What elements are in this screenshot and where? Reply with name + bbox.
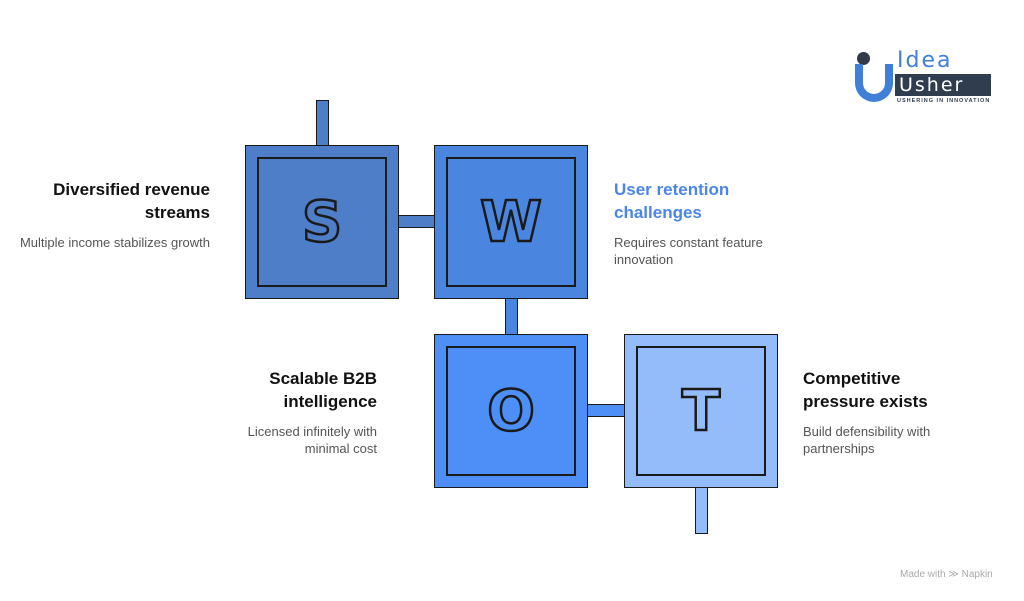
logo-u-shape [855, 64, 893, 102]
footer-brand: Napkin [961, 569, 993, 580]
logo-line1: Idea [897, 48, 953, 73]
strength-title: Diversified revenue streams [53, 180, 210, 222]
footer-text: Made with [900, 569, 946, 580]
swot-box-o: O [434, 334, 588, 488]
letter-w: W [479, 188, 543, 256]
logo-tagline: USHERING IN INNOVATION [897, 98, 991, 104]
napkin-icon: ≫ [948, 569, 959, 580]
connector-w-o [505, 298, 518, 335]
letter-o: O [486, 377, 536, 445]
threat-description: Build defensibility with partnerships [803, 424, 931, 456]
weakness-description: Requires constant feature innovation [614, 235, 763, 267]
logo-line2: Usher [895, 74, 991, 96]
opportunity-description: Licensed infinitely with minimal cost [247, 424, 377, 456]
swot-box-t: T [624, 334, 778, 488]
letter-t: T [681, 377, 722, 445]
connector-s-top [316, 100, 329, 146]
weakness-title: User retention challenges [614, 180, 730, 222]
connector-s-w [398, 215, 435, 228]
swot-box-s: S [245, 145, 399, 299]
logo: Idea Usher USHERING IN INNOVATION [855, 48, 995, 108]
connector-t-bottom [695, 487, 708, 534]
swot-box-w: W [434, 145, 588, 299]
threat-title: Competitive pressure exists [803, 369, 928, 411]
logo-dot [857, 52, 870, 65]
letter-s: S [301, 188, 344, 256]
opportunity-title: Scalable B2B intelligence [269, 369, 377, 411]
connector-o-t [587, 404, 625, 417]
footer-credit: Made with ≫ Napkin [900, 569, 993, 580]
strength-description: Multiple income stabilizes growth [19, 235, 210, 250]
